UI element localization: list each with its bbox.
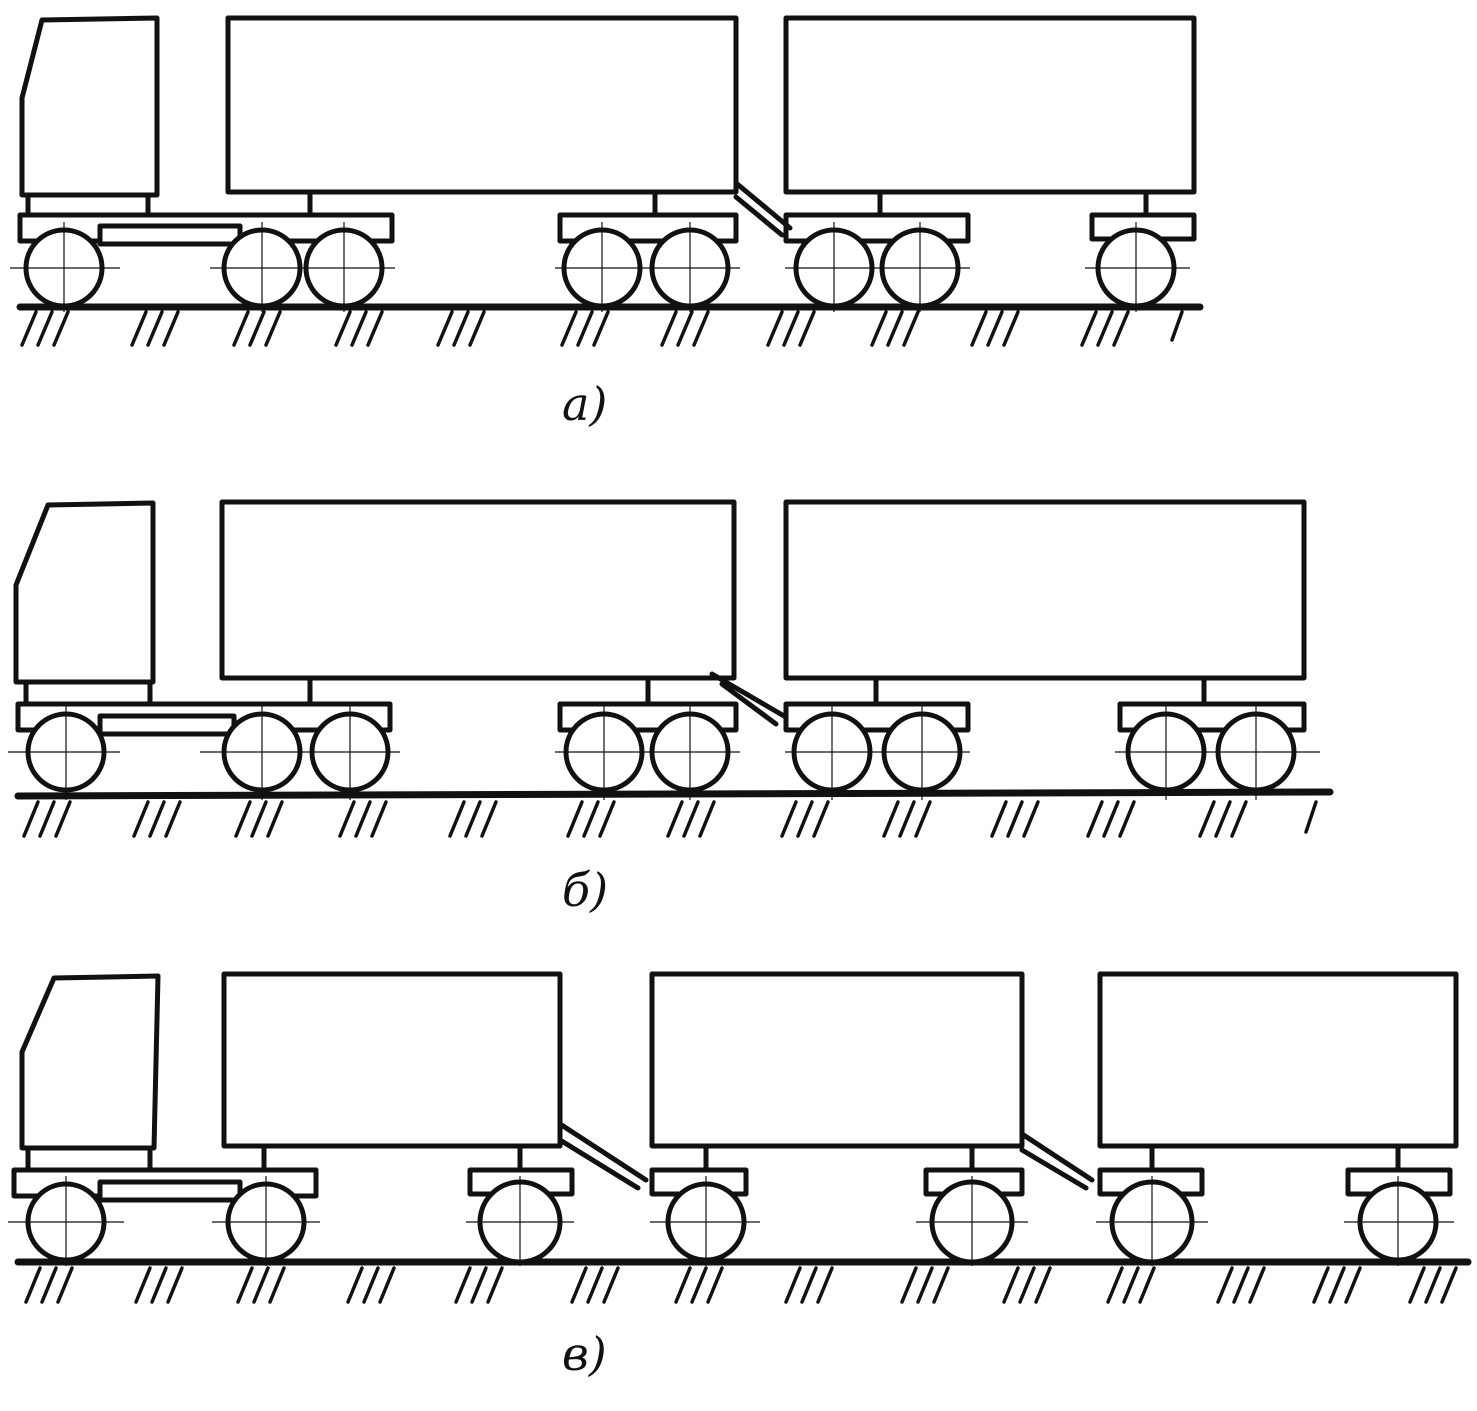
wheel-center-lines xyxy=(8,1176,1454,1266)
tractor-cab xyxy=(19,15,160,198)
trailer-front-bogie xyxy=(783,212,971,244)
figure-caption: б) xyxy=(562,863,608,917)
tractor-frame-rail xyxy=(97,223,243,247)
ground-hatching xyxy=(20,310,1184,347)
semitrailer-body xyxy=(225,15,739,195)
tractor-frame-rail xyxy=(97,1179,243,1203)
semitrailer-body xyxy=(221,971,563,1149)
figure-caption: a) xyxy=(562,377,607,431)
trailer-body xyxy=(1097,971,1459,1149)
figure-a: a) xyxy=(10,15,1204,431)
figure-b: б) xyxy=(8,499,1334,917)
wheel-center-lines xyxy=(10,222,1190,312)
ground-line xyxy=(14,788,1334,800)
semitrailer-bogie-frame xyxy=(557,212,739,244)
drawbar xyxy=(1019,1131,1095,1191)
ground-hatching xyxy=(24,1266,1458,1304)
drawbar xyxy=(709,671,787,727)
cab-mount xyxy=(25,1145,153,1173)
tractor-frame-rail xyxy=(97,713,237,737)
tractor-cab xyxy=(13,500,156,685)
cab-mount xyxy=(25,192,151,218)
trailer-rear-bogie xyxy=(1117,701,1307,733)
wheel-center-lines xyxy=(8,706,1320,800)
figure-caption: в) xyxy=(562,1327,607,1381)
semitrailer-body xyxy=(219,499,737,681)
trailer-body xyxy=(649,971,1025,1149)
drawbar xyxy=(557,1121,649,1191)
cab-mount xyxy=(23,679,153,707)
drawbar xyxy=(733,180,793,238)
tractor-cab xyxy=(19,973,161,1151)
figure-c: в) xyxy=(8,971,1472,1381)
trailer-body xyxy=(783,15,1197,195)
ground-hatching xyxy=(22,800,1318,838)
trailer-body xyxy=(783,499,1307,681)
